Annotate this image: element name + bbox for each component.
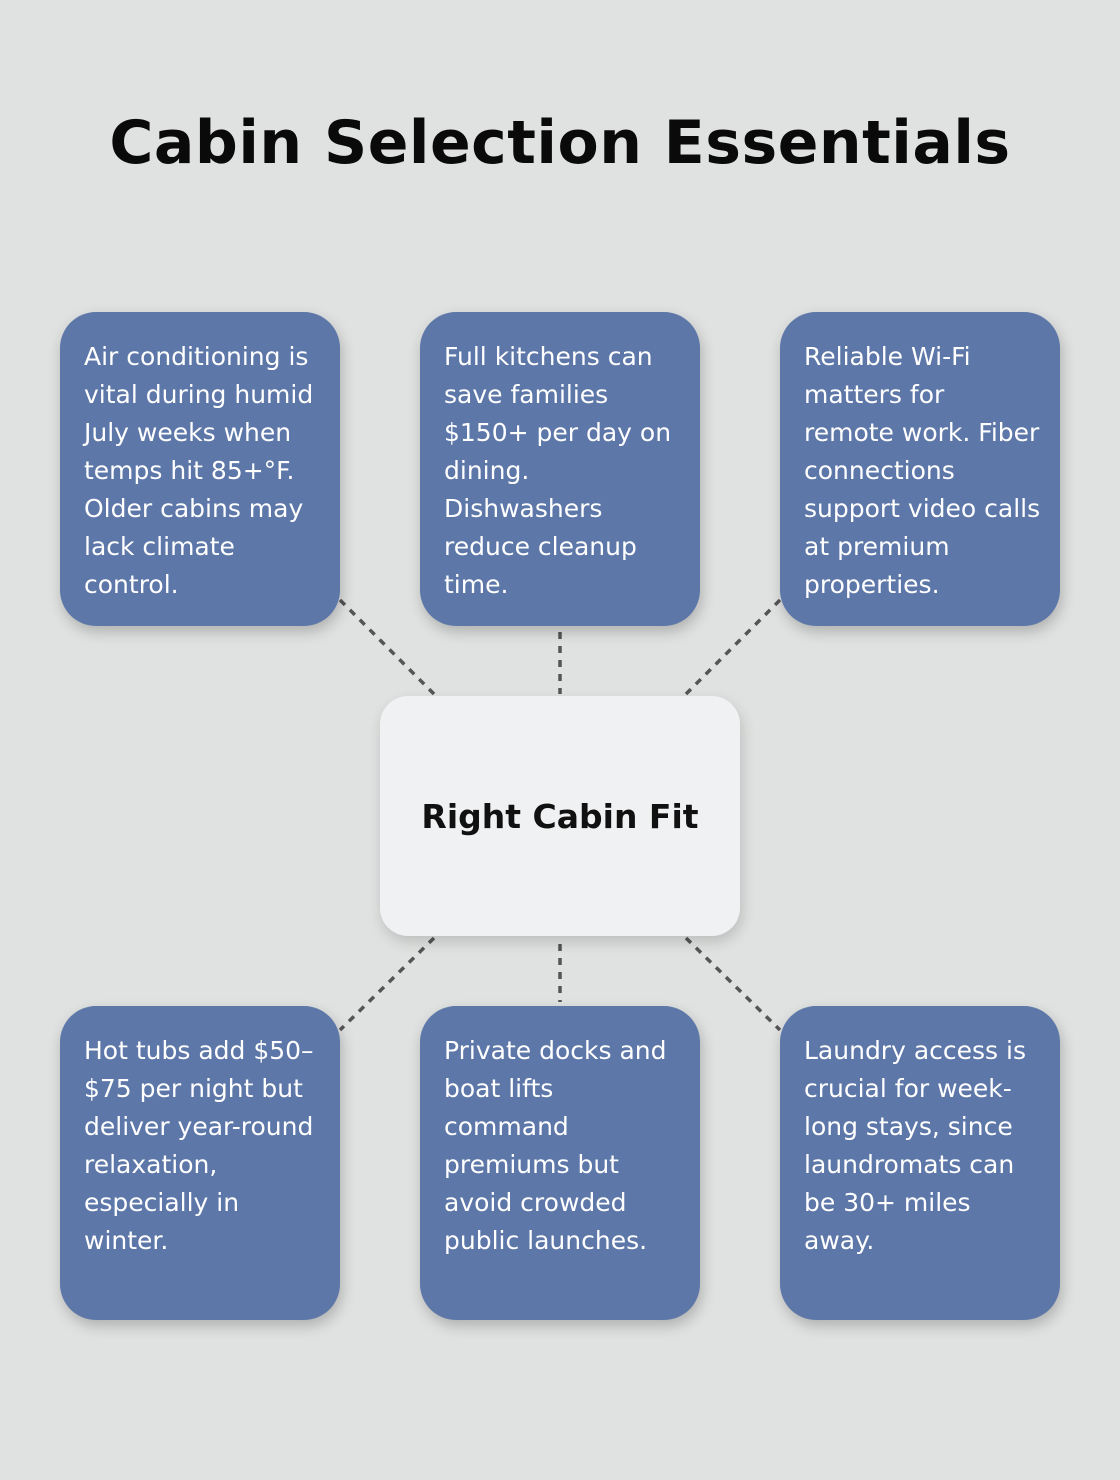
card-full-kitchens: Full kitchens can save families $150+ pe… xyxy=(420,312,700,626)
card-wifi: Reliable Wi-Fi matters for remote work. … xyxy=(780,312,1060,626)
card-laundry: Laundry access is crucial for week-long … xyxy=(780,1006,1060,1320)
card-text: Reliable Wi-Fi matters for remote work. … xyxy=(804,342,1041,599)
card-text: Laundry access is crucial for week-long … xyxy=(804,1036,1026,1255)
card-text: Hot tubs add $50–$75 per night but deliv… xyxy=(84,1036,314,1255)
connector-bottom-left xyxy=(338,936,436,1032)
connector-top-right xyxy=(684,598,782,696)
card-text: Private docks and boat lifts command pre… xyxy=(444,1036,667,1255)
card-air-conditioning: Air conditioning is vital during humid J… xyxy=(60,312,340,626)
center-label: Right Cabin Fit xyxy=(421,796,699,836)
diagram-title: Cabin Selection Essentials xyxy=(109,108,1011,178)
card-text: Air conditioning is vital during humid J… xyxy=(84,342,314,599)
connector-bottom-right xyxy=(684,936,782,1032)
center-node: Right Cabin Fit xyxy=(380,696,740,936)
connector-top-left xyxy=(338,598,436,696)
card-text: Full kitchens can save families $150+ pe… xyxy=(444,342,672,599)
card-hot-tubs: Hot tubs add $50–$75 per night but deliv… xyxy=(60,1006,340,1320)
card-private-docks: Private docks and boat lifts command pre… xyxy=(420,1006,700,1320)
